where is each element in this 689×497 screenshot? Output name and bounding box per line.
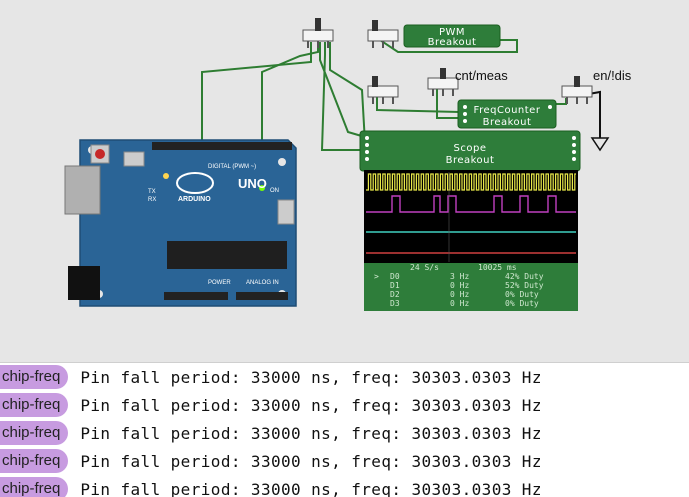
scope-row-0-freq: 3 Hz — [450, 272, 469, 281]
en-dis-label: en/!dis — [593, 68, 632, 83]
l-led — [163, 173, 169, 179]
log-tag: chip-freq — [0, 421, 68, 445]
usb-port — [65, 166, 100, 214]
scope-row-3-freq: 0 Hz — [450, 299, 469, 308]
header-analog — [236, 292, 288, 300]
log-line: chip-freq Pin fall period: 33000 ns, fre… — [0, 419, 689, 447]
log-line: chip-freq Pin fall period: 33000 ns, fre… — [0, 391, 689, 419]
log-line: chip-freq Pin fall period: 33000 ns, fre… — [0, 447, 689, 475]
log-line: chip-freq Pin fall period: 33000 ns, fre… — [0, 475, 689, 497]
arduino-uno-board[interactable]: UNO ARDUINO DIGITAL (PWM ~) ANALOG IN PO… — [65, 140, 296, 306]
wire — [262, 42, 318, 142]
header-power — [164, 292, 228, 300]
log-tag: chip-freq — [0, 477, 68, 497]
slide-switch-cnt-meas[interactable] — [428, 68, 458, 96]
arduino-label: ARDUINO — [178, 196, 211, 203]
scope-row-0-duty: 42% Duty — [505, 272, 544, 281]
serial-console[interactable]: chip-freq Pin fall period: 33000 ns, fre… — [0, 362, 689, 497]
wire — [437, 88, 460, 118]
scope-window: 10025 ms — [478, 263, 517, 272]
scope-row-1-duty: 52% Duty — [505, 281, 544, 290]
ground-icon — [592, 138, 608, 150]
scope-subtitle: Breakout — [446, 155, 495, 166]
wire — [320, 42, 365, 137]
log-message: Pin fall period: 33000 ns, freq: 30303.0… — [80, 396, 542, 415]
analog-label: ANALOG IN — [246, 280, 279, 286]
freqcounter-breakout[interactable]: FreqCounter Breakout — [458, 100, 556, 128]
slide-switch[interactable] — [368, 20, 398, 48]
tx-label: TX — [148, 189, 156, 195]
rx-label: RX — [148, 197, 156, 203]
log-message: Pin fall period: 33000 ns, freq: 30303.0… — [80, 424, 542, 443]
on-label: ON — [270, 188, 279, 194]
cnt-meas-label: cnt/meas — [455, 68, 508, 83]
scope-row-3-ch: D3 — [390, 299, 400, 308]
slide-switch-en-dis[interactable] — [562, 76, 592, 104]
power-jack — [68, 266, 100, 300]
wire — [202, 42, 311, 142]
simulation-canvas[interactable]: cnt/meas en/!dis PWM Breakout FreqCounte… — [0, 0, 689, 362]
scope-rate: 24 S/s — [410, 263, 439, 272]
wire-black — [583, 92, 600, 138]
log-message: Pin fall period: 33000 ns, freq: 30303.0… — [80, 368, 542, 387]
scope-row-0-sel: > — [374, 272, 379, 281]
log-tag: chip-freq — [0, 393, 68, 417]
wire — [377, 96, 460, 112]
scope-row-1-ch: D1 — [390, 281, 400, 290]
freqcounter-subtitle: Breakout — [483, 117, 532, 128]
log-tag: chip-freq — [0, 365, 68, 389]
digital-label: DIGITAL (PWM ~) — [208, 164, 256, 170]
scope-title: Scope — [454, 143, 487, 154]
log-line: chip-freq Pin fall period: 33000 ns, fre… — [0, 363, 689, 391]
scope-breakout[interactable]: Scope Breakout — [360, 131, 580, 171]
uno-label: UNO — [238, 176, 267, 191]
scope-row-1-freq: 0 Hz — [450, 281, 469, 290]
power-label: POWER — [208, 280, 231, 286]
scope-row-2-freq: 0 Hz — [450, 290, 469, 299]
wire — [330, 42, 365, 143]
slide-switch[interactable] — [368, 76, 398, 104]
scope-row-0-ch: D0 — [390, 272, 400, 281]
pwm-breakout[interactable]: PWM Breakout — [404, 25, 500, 48]
log-message: Pin fall period: 33000 ns, freq: 30303.0… — [80, 452, 542, 471]
circuit-diagram: cnt/meas en/!dis PWM Breakout FreqCounte… — [0, 0, 689, 362]
scope-row-3-duty: 0% Duty — [505, 299, 539, 308]
scope-row-2-duty: 0% Duty — [505, 290, 539, 299]
log-message: Pin fall period: 33000 ns, freq: 30303.0… — [80, 480, 542, 497]
pwm-breakout-subtitle: Breakout — [428, 37, 477, 48]
wire — [322, 42, 365, 150]
atmega-chip — [167, 241, 287, 269]
header-digital-right — [222, 142, 292, 150]
scope-row-2-ch: D2 — [390, 290, 400, 299]
slide-switch[interactable] — [303, 18, 333, 48]
log-tag: chip-freq — [0, 449, 68, 473]
header-digital-left — [152, 142, 222, 150]
freqcounter-title: FreqCounter — [474, 105, 541, 116]
